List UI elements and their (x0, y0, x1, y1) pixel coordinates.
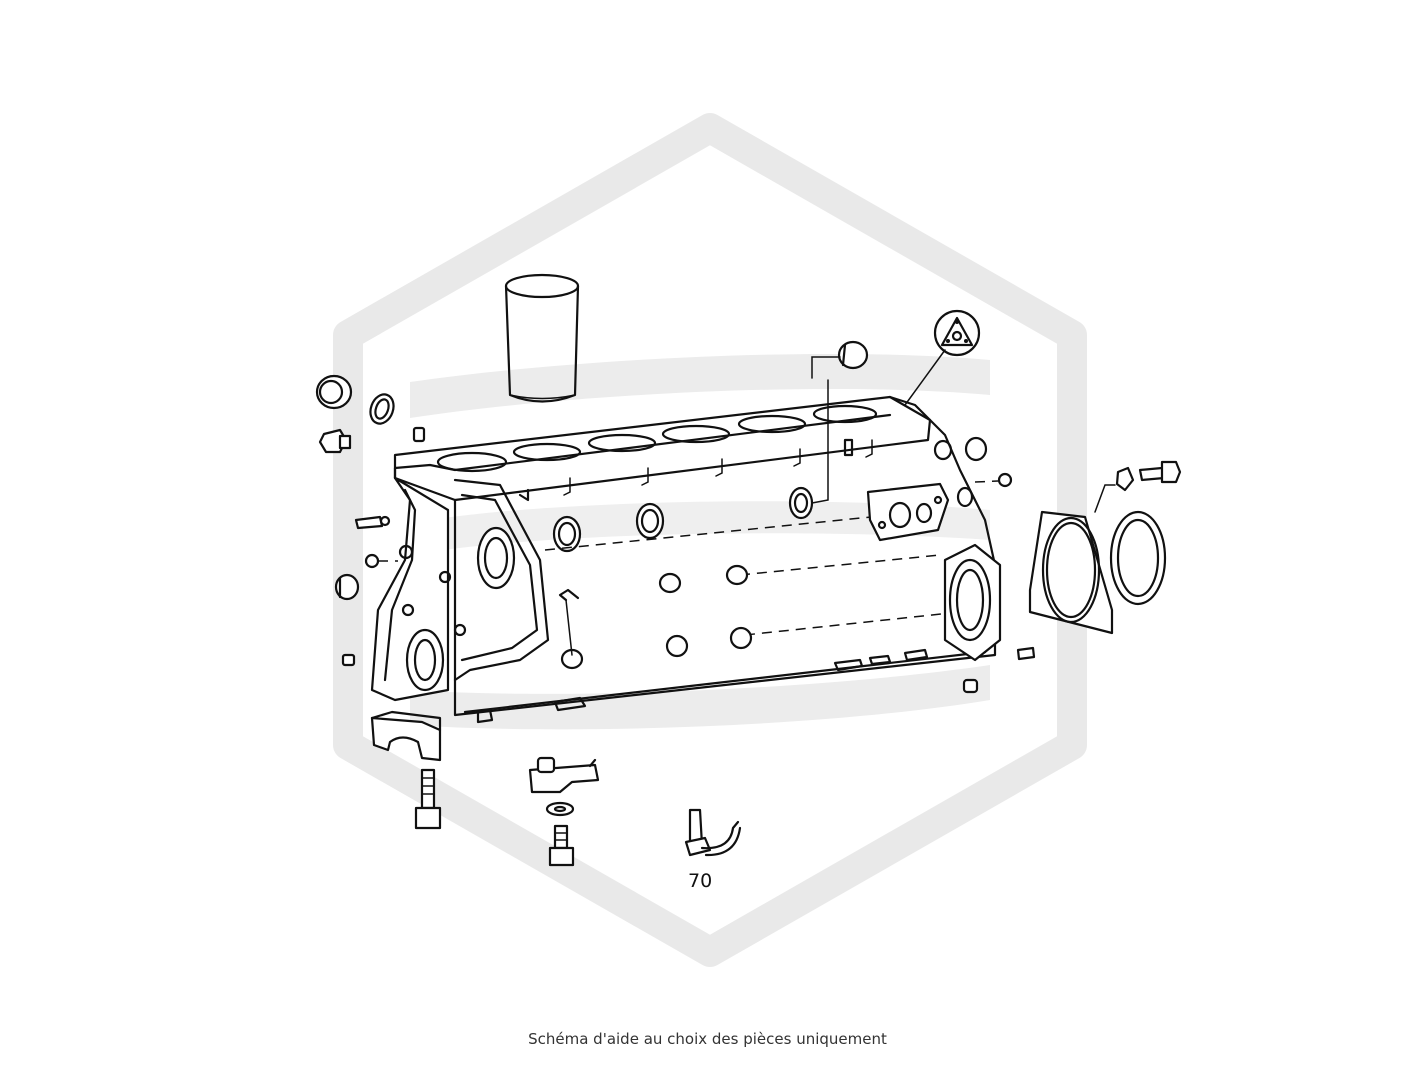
left-stud-part[interactable] (354, 515, 391, 530)
diagram-caption: Schéma d'aide au choix des pièces unique… (528, 1030, 887, 1048)
washer-part[interactable] (545, 801, 575, 817)
top-cup-plug-part[interactable] (837, 340, 869, 370)
rear-oil-seal-part[interactable] (1109, 510, 1167, 606)
left-ball-plug-part[interactable] (364, 553, 398, 569)
watermark-logo (333, 113, 1087, 967)
left-cup-plug-part[interactable] (334, 573, 360, 601)
right-pin-part[interactable] (1016, 646, 1036, 661)
left-drain-plug-part[interactable] (318, 428, 352, 454)
right-ball-plug-part[interactable] (974, 472, 1013, 488)
oil-filter-cover-part[interactable] (933, 309, 981, 357)
bracket-bolt-part[interactable] (548, 824, 575, 867)
bearing-cap-bolt-part[interactable] (414, 768, 442, 830)
left-freeze-plug-part[interactable] (315, 374, 353, 410)
rear-seal-carrier-part[interactable] (1028, 510, 1114, 635)
part-number-label: 70 (688, 870, 713, 892)
right-cup-plug-part[interactable] (964, 436, 988, 462)
right-bottom-plug-part[interactable] (962, 678, 979, 694)
left-seal-ring-part[interactable] (367, 391, 398, 427)
leader-line-2 (904, 349, 946, 406)
bracket-part[interactable] (528, 756, 600, 794)
leader-line-1 (811, 356, 841, 379)
dowel-pin-part[interactable] (412, 426, 426, 443)
engine-block-part[interactable] (370, 379, 1002, 724)
rear-bolt-part[interactable] (1115, 460, 1182, 492)
leader-line-3 (1094, 484, 1116, 513)
left-small-pin-part[interactable] (341, 653, 356, 667)
cylinder-liner-part[interactable] (504, 273, 580, 403)
oil-pipe-part[interactable] (684, 808, 742, 857)
main-bearing-cap-part[interactable] (370, 710, 442, 762)
